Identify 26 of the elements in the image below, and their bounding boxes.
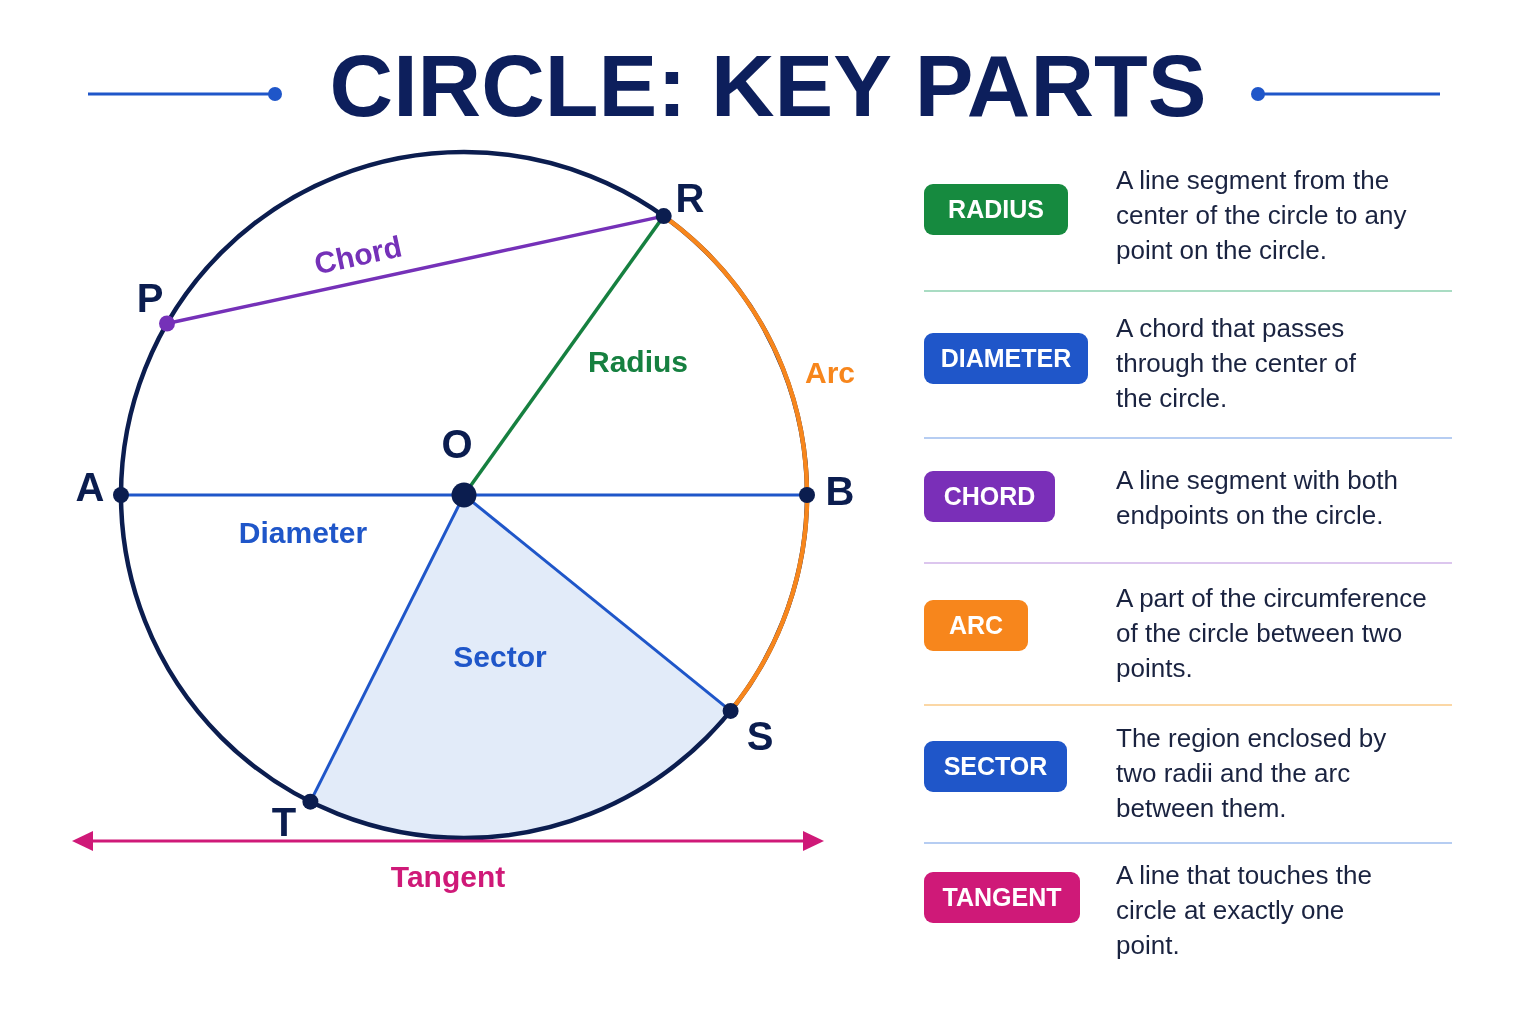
definition-text: A line segment from the center of the circle to any point on the circle.: [1116, 164, 1408, 267]
definition-text: A chord that passes through the center of the circle.: [1116, 312, 1357, 415]
point-label: B: [825, 469, 855, 513]
point-label: R: [675, 176, 705, 220]
point-label: T: [271, 800, 297, 844]
point-label: P: [136, 276, 164, 320]
part-label: Tangent: [390, 859, 506, 893]
definition-text: A line segment with both endpoints on the circle.: [1116, 464, 1399, 532]
point-label: S: [746, 714, 774, 758]
term-badge: DIAMETER: [924, 333, 1088, 384]
part-label: Diameter: [238, 515, 368, 549]
term-badge: SECTOR: [924, 741, 1067, 792]
point-label: A: [75, 465, 105, 509]
title: CIRCLE: KEY PARTS: [329, 42, 1207, 130]
term-badge: ARC: [924, 600, 1028, 651]
part-label: Sector: [453, 639, 547, 673]
definition-text: A part of the circumference of the circle between two points.: [1116, 582, 1428, 685]
part-label: Arc: [805, 355, 855, 389]
term-badge: CHORD: [924, 471, 1055, 522]
term-badge: RADIUS: [924, 184, 1068, 235]
term-badge: TANGENT: [924, 872, 1080, 923]
part-label: Chord: [311, 229, 405, 281]
definition-text: The region enclosed by two radii and the arc between them.: [1116, 722, 1388, 825]
point-label: O: [441, 422, 473, 466]
part-label: Radius: [588, 344, 688, 378]
definition-text: A line that touches the circle at exactly one point.: [1116, 859, 1373, 962]
